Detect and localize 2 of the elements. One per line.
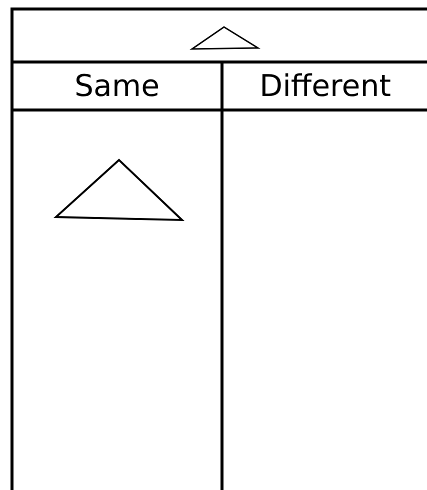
column-header: Same [74, 68, 160, 106]
column-header: Different [260, 68, 391, 106]
